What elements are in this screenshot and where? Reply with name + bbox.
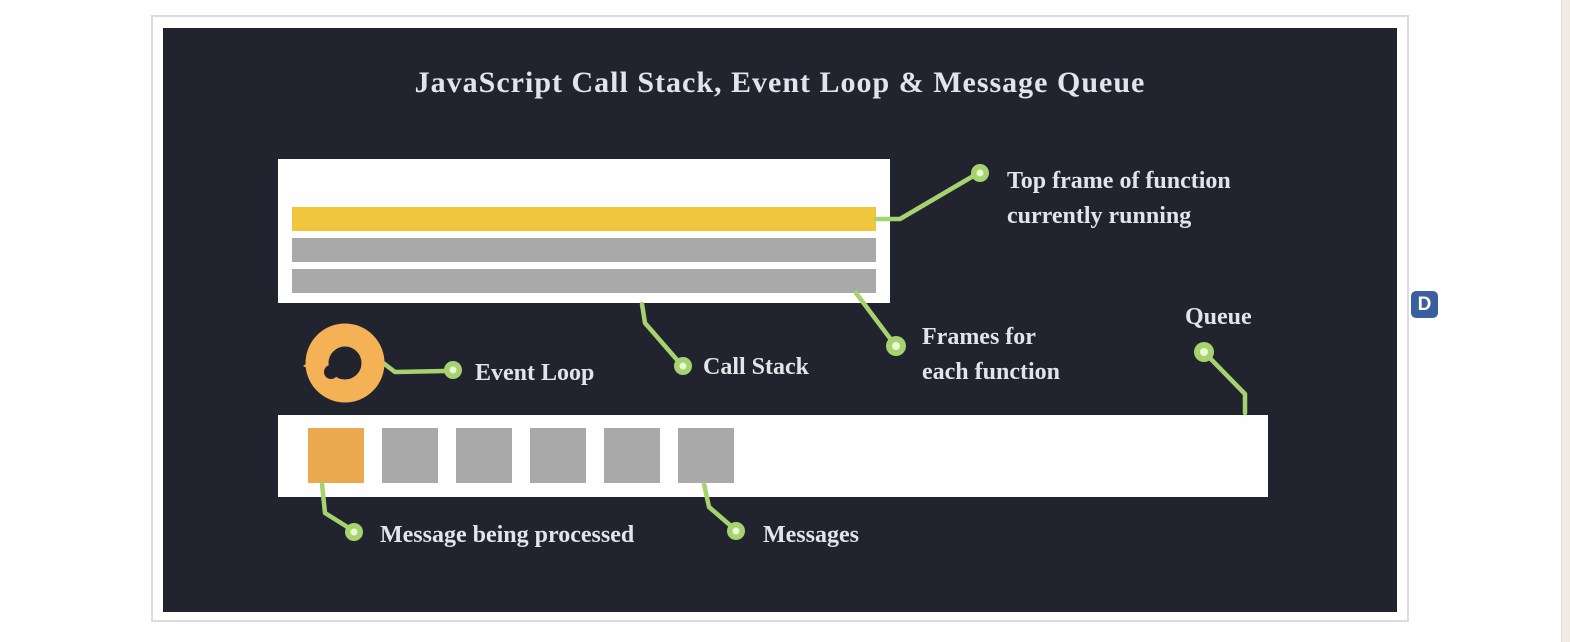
- queue-message-waiting: [604, 428, 660, 483]
- queue-message-waiting: [456, 428, 512, 483]
- queue-connector-dot: [1194, 342, 1214, 362]
- slide-canvas: JavaScript Call Stack, Event Loop & Mess…: [163, 28, 1397, 612]
- label-frames: Frames for each function: [922, 324, 1060, 385]
- slide-title: JavaScript Call Stack, Event Loop & Mess…: [414, 66, 1146, 99]
- message-queue-bar: [278, 415, 1268, 497]
- label-message-processed: Message being processed: [380, 522, 635, 548]
- label-queue: Queue: [1185, 304, 1252, 330]
- top-frame-connector-dot: [971, 164, 989, 182]
- event-loop-inner-notch: [324, 365, 338, 379]
- stack-bar-frame: [292, 238, 876, 262]
- event-loop-arrowhead: [303, 355, 320, 375]
- stack-bar-active-frame: [292, 207, 876, 231]
- label-top-frame: Top frame of function currently running: [1007, 168, 1231, 229]
- queue-message-waiting: [678, 428, 734, 483]
- stack-bar-frame: [292, 269, 876, 293]
- call-stack-bars: [292, 207, 876, 293]
- messages-connector-dot: [727, 522, 745, 540]
- top-frame-connector-line: [873, 172, 978, 222]
- label-messages: Messages: [763, 522, 859, 548]
- queue-connector-line: [1201, 349, 1248, 416]
- message-processed-connector-dot: [345, 523, 363, 541]
- queue-message-processing: [308, 428, 364, 483]
- queue-message-waiting: [382, 428, 438, 483]
- call-stack-box: [278, 159, 890, 303]
- call-stack-connector-line: [639, 301, 681, 364]
- label-call-stack: Call Stack: [703, 354, 810, 380]
- event-loop-connector-dot: [444, 361, 462, 379]
- d-overlay-badge[interactable]: D: [1411, 291, 1438, 318]
- event-loop-icon: [303, 323, 385, 403]
- call-stack-connector-dot: [674, 357, 692, 375]
- page-edge-strip: [1561, 0, 1570, 642]
- frames-connector-dot: [886, 336, 906, 356]
- event-loop-connector-line: [379, 359, 448, 375]
- label-event-loop: Event Loop: [475, 360, 595, 386]
- queue-message-waiting: [530, 428, 586, 483]
